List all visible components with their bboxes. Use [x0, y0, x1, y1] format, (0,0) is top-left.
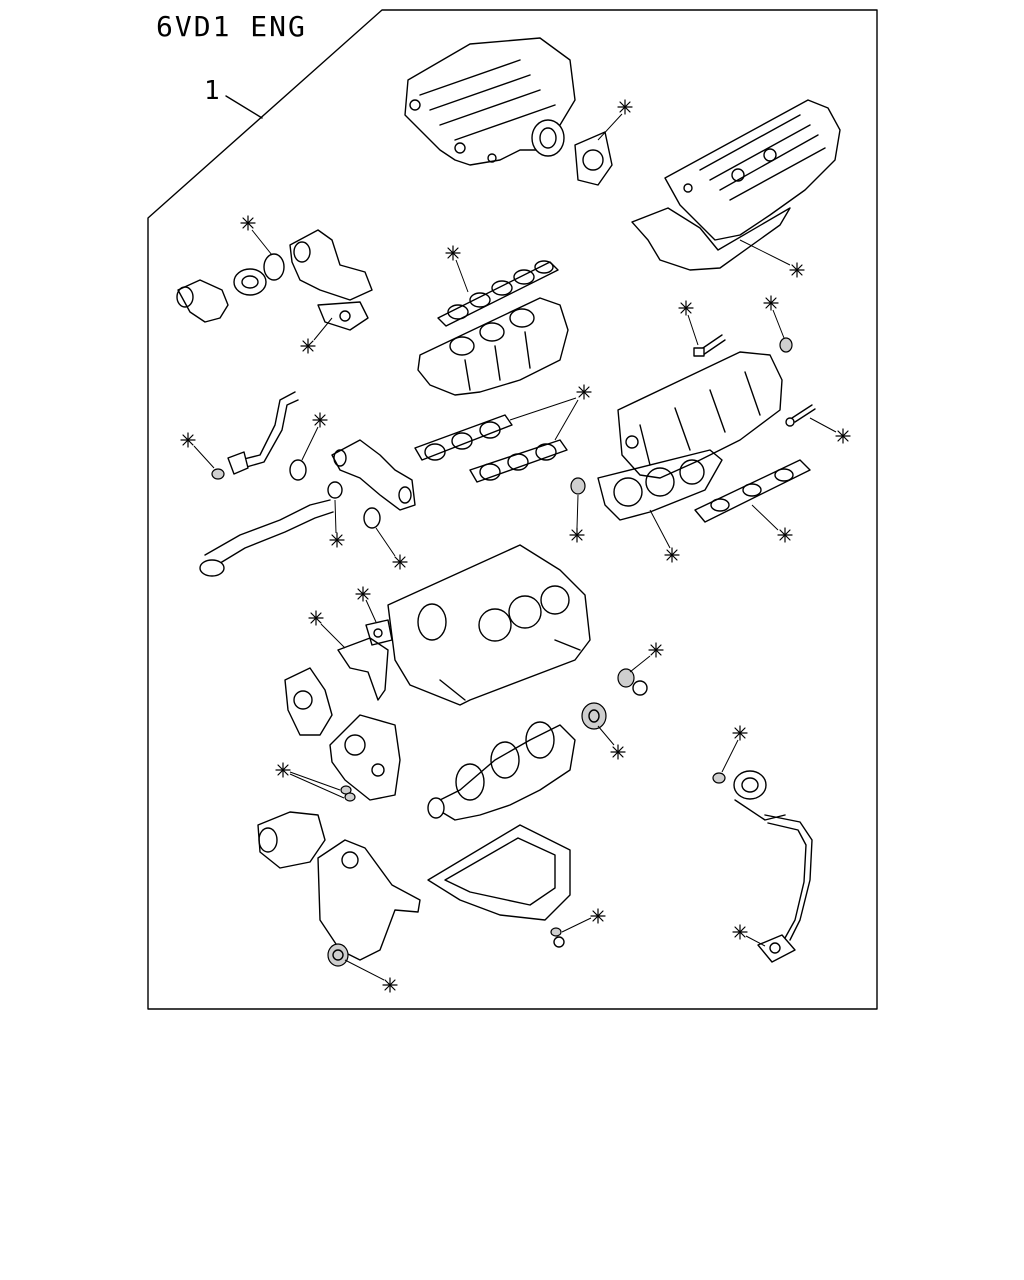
- kit-marker-icon: [835, 428, 851, 444]
- kit-marker-icon: [678, 300, 694, 316]
- pulley-seal: [581, 702, 607, 730]
- head-gasket: [597, 449, 723, 521]
- o-ring-pair: [340, 785, 356, 802]
- water-inlet-pipe: [199, 499, 334, 577]
- kit-callout-number: 1: [204, 76, 220, 106]
- crankshaft: [427, 721, 576, 821]
- oil-pan: [427, 824, 571, 921]
- kit-marker-icon: [777, 527, 793, 543]
- front-cover-gasket: [337, 637, 389, 701]
- engine-title: 6VD1 ENG: [156, 10, 307, 43]
- kit-marker-icon: [308, 610, 324, 626]
- kit-marker-icon: [240, 215, 256, 231]
- kit-marker-icon: [732, 725, 748, 741]
- kit-marker-icon: [763, 295, 779, 311]
- kit-frame: [147, 9, 878, 1010]
- water-crossover: [331, 439, 416, 511]
- water-bypass-pipe: [227, 391, 299, 475]
- kit-marker-icon: [576, 384, 592, 400]
- valve-cover: [664, 99, 841, 241]
- kit-marker-icon: [355, 586, 371, 602]
- kit-marker-icon: [590, 908, 606, 924]
- plenum-gasket: [437, 260, 559, 327]
- drain-plug-washer: [550, 927, 565, 948]
- pipe-gasket-o-ring: [289, 459, 307, 481]
- egr-valve-gasket: [712, 772, 726, 784]
- pipe-seal-ring: [211, 468, 225, 480]
- thermostat-housing: [176, 279, 229, 323]
- crank-front-seal: [327, 943, 349, 967]
- throttle-body-gasket: [574, 131, 613, 186]
- kit-marker-icon: [445, 245, 461, 261]
- oil-pump-housing: [329, 714, 401, 801]
- kit-marker-icon: [569, 527, 585, 543]
- crossover-gasket: [363, 507, 381, 529]
- starter-motor: [257, 811, 326, 869]
- timing-cover: [317, 839, 421, 961]
- thermostat: [233, 268, 267, 296]
- egr-valve: [733, 770, 786, 821]
- stud-bolt: [785, 404, 816, 427]
- egr-pipe-gasket: [757, 934, 796, 963]
- water-pump: [284, 667, 333, 736]
- kit-marker-icon: [312, 412, 328, 428]
- callout-leader: [225, 95, 263, 119]
- thermostat-gasket: [263, 253, 285, 281]
- kit-marker-icon: [664, 547, 680, 563]
- cam-seal: [779, 337, 793, 353]
- valve-cover-gasket: [631, 207, 791, 271]
- kit-marker-icon: [617, 99, 633, 115]
- water-outlet-pipe: [289, 229, 373, 301]
- exhaust-manifold-gasket: [694, 459, 811, 523]
- kit-marker-icon: [610, 744, 626, 760]
- kit-marker-icon: [382, 977, 398, 993]
- oil-seal-cam: [570, 477, 586, 495]
- crossover-o-ring: [327, 481, 343, 499]
- kit-marker-icon: [732, 924, 748, 940]
- kit-marker-icon: [392, 554, 408, 570]
- kit-marker-icon: [300, 338, 316, 354]
- kit-marker-icon: [648, 642, 664, 658]
- front-plate-gasket: [365, 619, 393, 646]
- egr-pipe: [764, 814, 813, 941]
- cylinder-block: [387, 544, 591, 706]
- outlet-gasket: [317, 301, 369, 331]
- intake-plenum: [404, 37, 576, 166]
- lower-intake-manifold: [417, 297, 569, 396]
- exhaust-gasket-right: [469, 439, 568, 483]
- cylinder-head: [617, 351, 783, 479]
- exhaust-gasket-left: [414, 414, 513, 461]
- kit-marker-icon: [329, 532, 345, 548]
- kit-marker-icon: [275, 762, 291, 778]
- kit-marker-icon: [180, 432, 196, 448]
- head-bolt: [693, 334, 726, 357]
- kit-marker-icon: [789, 262, 805, 278]
- oil-filter-adapter: [617, 668, 648, 696]
